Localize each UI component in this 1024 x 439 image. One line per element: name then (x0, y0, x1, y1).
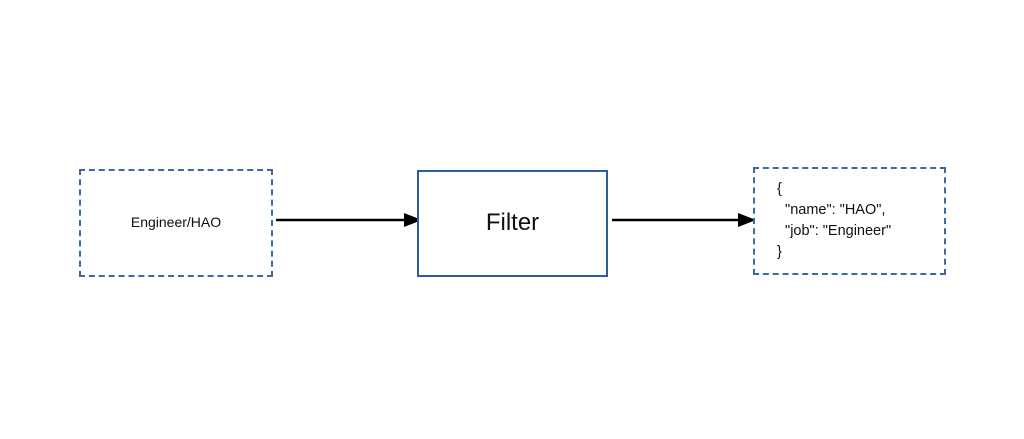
arrow-filter-to-output (612, 213, 756, 227)
node-filter[interactable]: Filter (417, 170, 608, 277)
node-output-json: { "name": "HAO", "job": "Engineer" } (777, 180, 892, 261)
node-input[interactable]: Engineer/HAO (79, 169, 273, 277)
node-input-label: Engineer/HAO (130, 214, 222, 231)
node-output[interactable]: { "name": "HAO", "job": "Engineer" } (753, 167, 946, 275)
node-filter-label: Filter (485, 209, 540, 237)
arrow-input-to-filter (276, 213, 422, 227)
